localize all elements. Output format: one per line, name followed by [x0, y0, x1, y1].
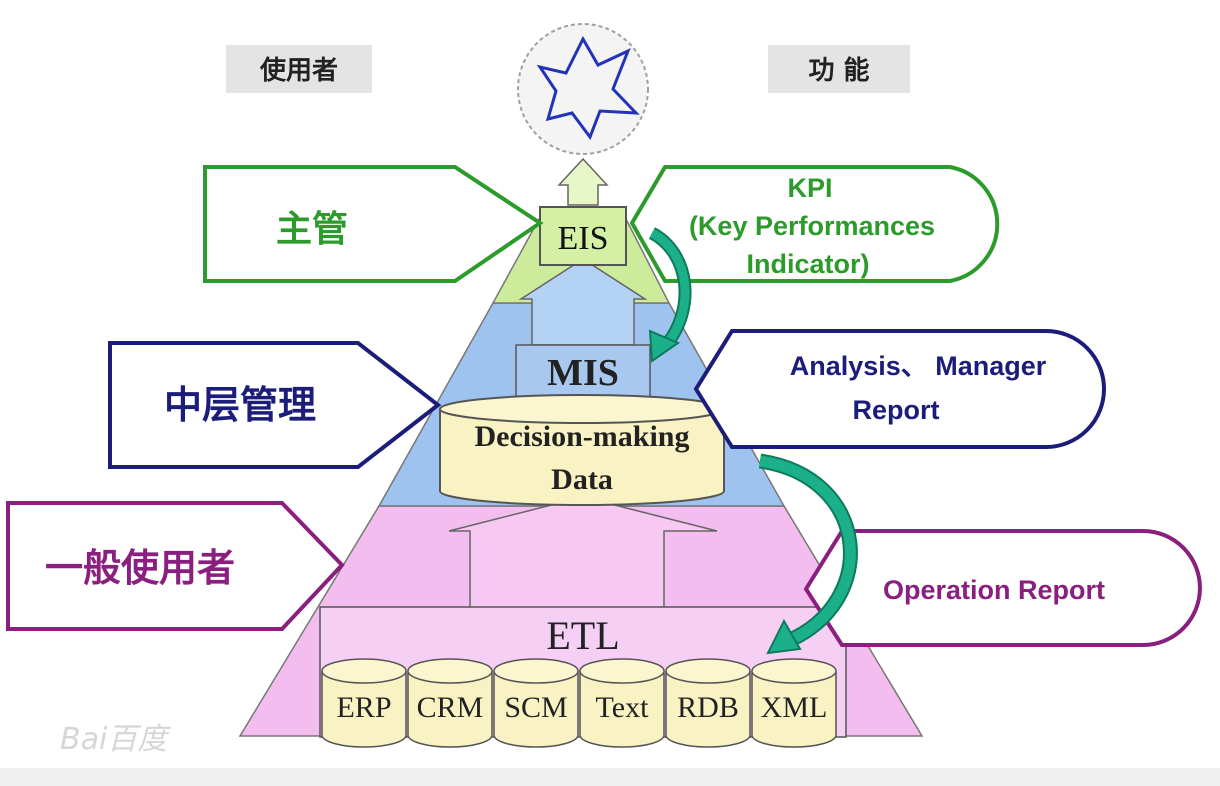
- user-executive-label: 主管: [276, 209, 348, 250]
- eis-label: EIS: [558, 220, 609, 257]
- function-box-kpi: KPI (Key Performances Indicator): [629, 165, 1000, 283]
- mis-to-eis-arrow: [518, 258, 648, 346]
- curved-arrow-data-to-etl: [758, 453, 858, 655]
- etl-label: ETL: [546, 613, 619, 658]
- mis-label: MIS: [547, 352, 619, 394]
- kpi-line2: (Key Performances: [689, 211, 935, 241]
- eis-to-kpi-arrow: [557, 157, 609, 206]
- source-cylinder-xml: XML: [751, 658, 837, 748]
- user-box-general-users: 一般使用者: [6, 501, 345, 631]
- mis-box: MIS: [515, 344, 651, 398]
- user-box-middle-management: 中层管理: [108, 341, 442, 469]
- source-cylinder-crm: CRM: [407, 658, 493, 748]
- user-box-executive: 主管: [203, 165, 544, 283]
- source-cylinder-text: Text: [579, 658, 665, 748]
- source-label-scm: SCM: [504, 691, 567, 724]
- source-cylinder-scm: SCM: [493, 658, 579, 748]
- eis-box: EIS: [539, 206, 627, 266]
- source-cylinders: ERP CRM SCM Text RDB XML: [321, 658, 837, 748]
- watermark: Bai百度: [60, 722, 171, 757]
- decision-data-cylinder: Decision-making Data: [439, 394, 725, 506]
- curved-arrow-eis-to-mis: [648, 227, 692, 363]
- decision-data-line1: Decision-making: [474, 420, 689, 453]
- source-label-text: Text: [596, 691, 650, 724]
- kpi-line1: KPI: [787, 173, 832, 203]
- user-general-label: 一般使用者: [45, 546, 235, 590]
- header-users-label: 使用者: [259, 56, 338, 86]
- operation-line1: Operation Report: [883, 575, 1105, 605]
- source-cylinder-rdb: RDB: [665, 658, 751, 748]
- bottom-border-band: [0, 768, 1220, 786]
- analysis-line2: Report: [853, 395, 940, 425]
- header-functions: 功 能: [768, 45, 910, 93]
- header-users: 使用者: [226, 45, 372, 93]
- function-box-analysis: Analysis、 Manager Report: [693, 329, 1106, 449]
- source-label-crm: CRM: [417, 691, 484, 724]
- source-label-rdb: RDB: [677, 691, 739, 724]
- header-functions-label: 功 能: [808, 55, 869, 86]
- decision-data-line2: Data: [551, 463, 613, 496]
- kpi-radar-icon: [517, 23, 649, 155]
- source-label-erp: ERP: [336, 691, 391, 724]
- source-label-xml: XML: [761, 691, 828, 724]
- analysis-line1: Analysis、 Manager: [790, 351, 1047, 381]
- source-cylinder-erp: ERP: [321, 658, 407, 748]
- user-middle-label: 中层管理: [164, 383, 316, 427]
- kpi-line3: Indicator): [746, 249, 869, 279]
- function-box-operation: Operation Report: [803, 529, 1202, 647]
- etl-to-data-arrow: [448, 496, 718, 610]
